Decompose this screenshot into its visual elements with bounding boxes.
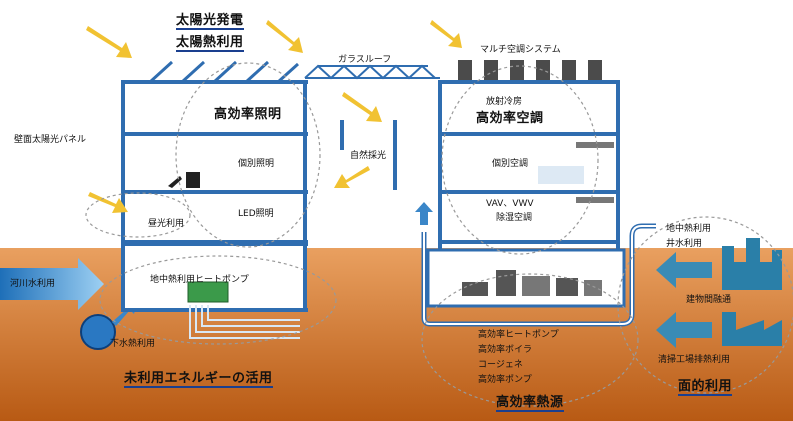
label-radiant-cooling: 放射冷房 xyxy=(486,97,523,107)
focus-ovals xyxy=(85,62,793,407)
label-solar-heat: 太陽熱利用 xyxy=(176,35,244,52)
label-unused-energy: 未利用エネルギーの活用 xyxy=(124,371,273,388)
label-area-use: 面的利用 xyxy=(678,379,733,396)
factory-icon xyxy=(722,312,782,346)
river-arrow-icon xyxy=(0,258,104,310)
label-multi-ac: マルチ空調システム xyxy=(480,45,561,55)
label-hi-eff-heat-source: 高効率熱源 xyxy=(496,395,564,412)
ground-coil-icon xyxy=(189,305,300,339)
label-geo-heat-pump: 地中熱利用ヒートポンプ xyxy=(150,275,249,285)
label-dehumid-ac: 除湿空調 xyxy=(496,213,533,223)
label-solar-power: 太陽光発電 xyxy=(176,13,244,30)
label-vav-vwv: VAV、VWV xyxy=(486,199,534,209)
mountain-icon xyxy=(722,238,782,290)
solar-panel-icon xyxy=(148,60,300,84)
label-hi-eff-ac: 高効率空調 xyxy=(476,111,544,126)
sewage-pipe-icon xyxy=(80,314,116,350)
ac-duct-icon-2 xyxy=(576,197,614,203)
glass-roof xyxy=(304,64,440,80)
label-hi-eff-lighting: 高効率照明 xyxy=(214,107,282,122)
ac-duct-icon xyxy=(576,142,614,148)
factory-arrow-icon xyxy=(656,312,712,348)
heat-source-item-1: 高効率ヒートポンプ xyxy=(478,330,559,340)
label-building-exchange: 建物間融通 xyxy=(686,295,732,305)
label-factory-exhaust: 清掃工場排熱利用 xyxy=(658,355,731,365)
heat-source-list: 高効率ヒートポンプ 高効率ボイラ コージェネ 高効率ポンプ xyxy=(478,328,559,388)
label-river-water: 河川水利用 xyxy=(10,279,56,289)
label-led-lighting: LED照明 xyxy=(238,209,274,219)
cool-air-panel xyxy=(538,166,584,184)
label-sewage-heat: 下水熱利用 xyxy=(110,339,156,349)
label-natural-light: 自然採光 xyxy=(350,151,387,161)
sun-arrow-icon xyxy=(86,20,462,213)
label-individual-ac: 個別空調 xyxy=(492,159,529,169)
up-arrow-icon xyxy=(415,202,433,225)
exchange-arrow-icon xyxy=(656,252,712,288)
heat-source-item-4: 高効率ポンプ xyxy=(478,375,532,385)
label-glass-roof: ガラスルーフ xyxy=(338,55,392,65)
outdoor-unit-icon xyxy=(458,60,602,80)
label-daylighting: 昼光利用 xyxy=(148,219,185,229)
label-wall-pv: 壁面太陽光パネル xyxy=(14,135,87,145)
geo-heat-pump-icon xyxy=(187,281,229,303)
label-geo-well: 地中熱利用 井水利用 xyxy=(666,222,711,252)
geo-well-line-1: 地中熱利用 xyxy=(666,224,712,234)
desk-lamp-icon xyxy=(168,172,200,188)
geo-well-line-2: 井水利用 xyxy=(666,239,703,249)
heat-source-item-2: 高効率ボイラ xyxy=(478,345,533,355)
heat-source-item-3: コージェネ xyxy=(478,360,523,370)
label-task-lighting: 個別照明 xyxy=(238,159,275,169)
